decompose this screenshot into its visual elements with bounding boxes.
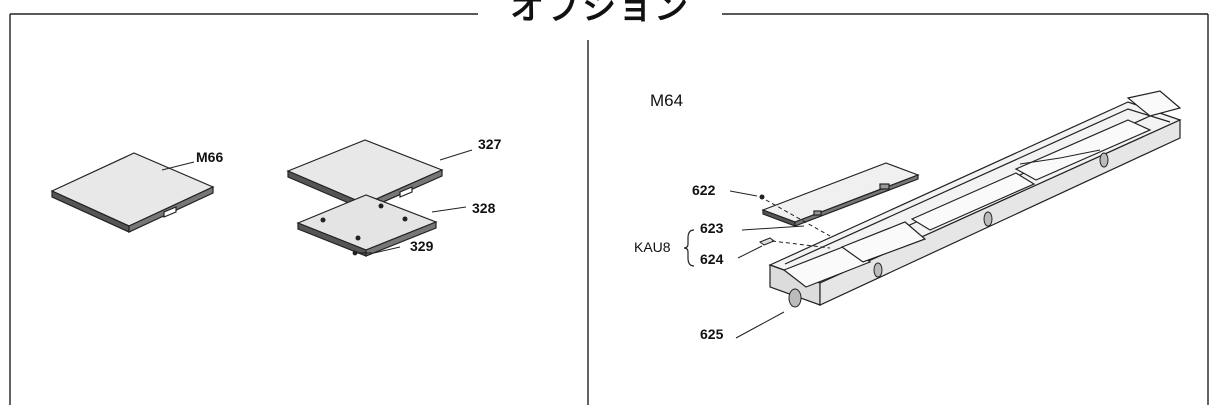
leader-625: [735, 311, 785, 339]
page-title: オプション: [480, 0, 720, 28]
model-label: M64: [650, 91, 683, 110]
hole-icon: [378, 203, 384, 209]
hole-icon: [402, 216, 408, 222]
leader-623: [741, 225, 805, 231]
part-329-screw: [352, 250, 372, 256]
leader-328: [431, 206, 467, 213]
label-622: 622: [692, 182, 716, 198]
leader-m66: [161, 161, 195, 171]
hole-icon: [355, 235, 361, 241]
part-623-panel: [761, 162, 920, 227]
part-625-rail-unit: [768, 90, 1182, 306]
leader-327: [439, 149, 473, 161]
dashed-guide-624: [771, 240, 831, 249]
label-625: 625: [700, 326, 724, 342]
label-327: 327: [478, 136, 502, 152]
label-329: 329: [410, 238, 434, 254]
label-624: 624: [700, 251, 724, 267]
leader-624: [737, 245, 763, 259]
label-kau8: KAU8: [634, 239, 671, 255]
part-624-clip: [758, 237, 776, 246]
part-m66-plate: [50, 152, 215, 233]
label-m66: M66: [196, 149, 223, 165]
leader-622: [729, 190, 758, 197]
label-328: 328: [472, 200, 496, 216]
part-328-holes: [320, 203, 408, 241]
part-328-plate: [296, 194, 438, 257]
rail-details: [788, 149, 1109, 308]
dashed-guide-622: [765, 199, 831, 237]
frame: [9, 13, 1209, 405]
label-623: 623: [700, 220, 724, 236]
part-622-screw: [759, 194, 765, 200]
kau8-bracket: [683, 229, 695, 267]
hole-icon: [320, 217, 326, 223]
part-327-plate: [286, 139, 444, 211]
leader-329: [373, 246, 401, 254]
